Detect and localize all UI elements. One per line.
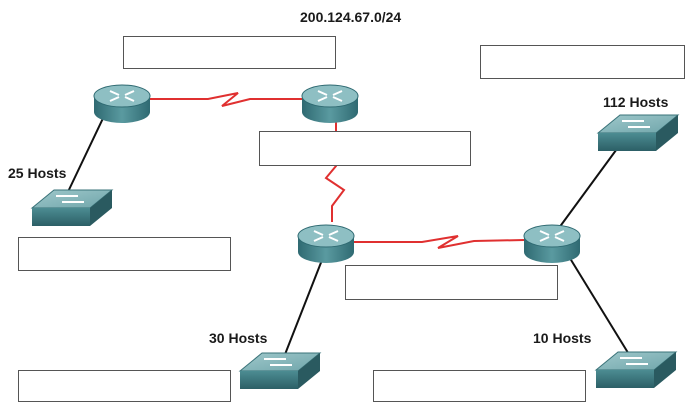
- answer-box-top-left[interactable]: [123, 36, 336, 69]
- answer-box-left-lan[interactable]: [18, 237, 231, 271]
- router-icon[interactable]: [523, 224, 581, 263]
- ethernet-link-r1-sw25: [65, 111, 107, 197]
- answer-box-center-link[interactable]: [345, 265, 558, 300]
- host-label-25: 25 Hosts: [8, 165, 67, 181]
- serial-link-r1-r2: [150, 92, 302, 107]
- answer-box-bottom-left[interactable]: [18, 370, 231, 402]
- host-label-112: 112 Hosts: [603, 94, 669, 110]
- router-icon[interactable]: [301, 84, 359, 123]
- switch-icon[interactable]: [594, 351, 678, 388]
- answer-box-top-right[interactable]: [480, 45, 685, 79]
- network-address-title: 200.124.67.0/24: [300, 9, 402, 25]
- answer-box-middle-link[interactable]: [259, 131, 471, 166]
- host-label-10: 10 Hosts: [533, 330, 592, 346]
- serial-link-r3-r4: [350, 235, 525, 249]
- switch-icon[interactable]: [238, 352, 322, 389]
- router-icon[interactable]: [297, 224, 355, 263]
- answer-box-bottom-right[interactable]: [373, 370, 586, 402]
- ethernet-link-r3-sw30: [281, 259, 323, 363]
- router-icon[interactable]: [93, 84, 151, 123]
- ethernet-link-r4-sw10: [567, 254, 631, 357]
- switch-icon[interactable]: [596, 114, 680, 151]
- host-label-30: 30 Hosts: [209, 330, 268, 346]
- ethernet-link-r4-sw112: [555, 141, 623, 233]
- switch-icon[interactable]: [30, 189, 114, 226]
